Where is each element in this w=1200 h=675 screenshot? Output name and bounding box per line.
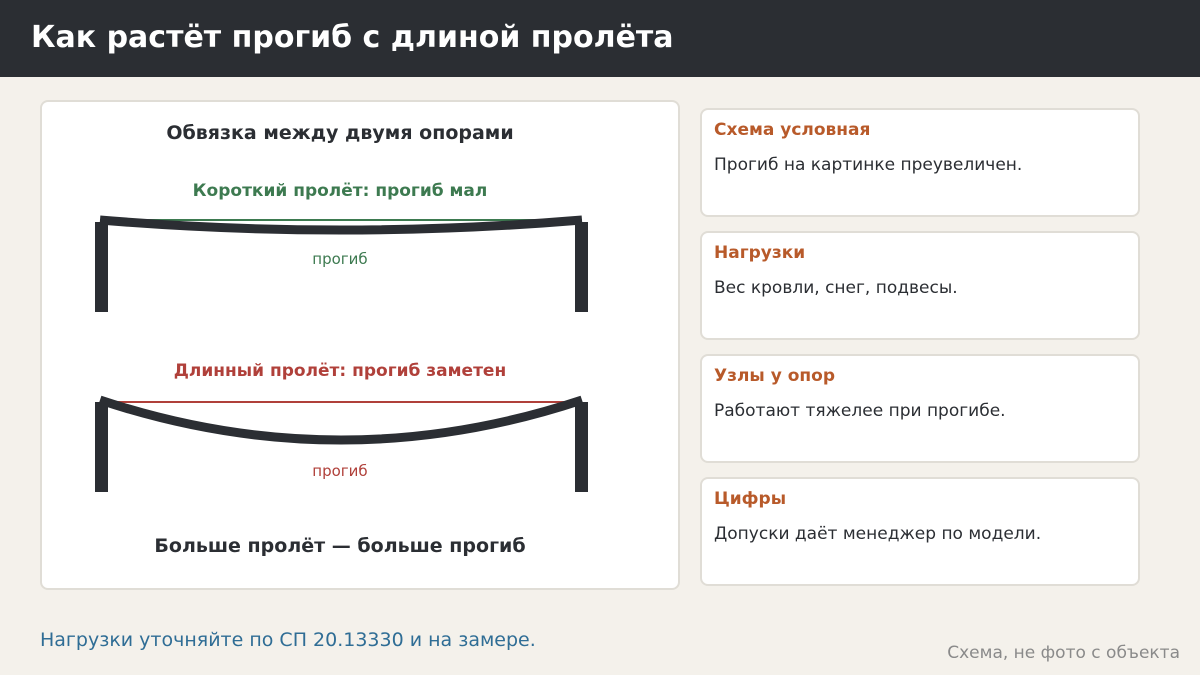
short-span-beam [99, 215, 583, 235]
short-span-label: Короткий пролёт: прогиб мал [193, 181, 488, 201]
note-text: Вес кровли, снег, подвесы. [714, 278, 958, 298]
note-text: Работают тяжелее при прогибе. [714, 401, 1006, 421]
note-title: Цифры [714, 489, 787, 509]
long-span-label: Длинный пролёт: прогиб заметен [174, 361, 506, 381]
short-span-deflection-label: прогиб [312, 250, 367, 268]
note-title: Узлы у опор [714, 366, 836, 386]
footer-caption: Схема, не фото с объекта [947, 643, 1180, 663]
long-span-right-support [575, 402, 588, 492]
note-card-joints: Узлы у опор Работают тяжелее при прогибе… [700, 354, 1140, 463]
short-span-right-support [575, 222, 588, 312]
beam-diagram: Обвязка между двумя опорами Короткий про… [95, 122, 588, 557]
diagram-card: Обвязка между двумя опорами Короткий про… [40, 100, 680, 590]
diagram-conclusion: Больше пролёт — больше прогиб [154, 535, 525, 557]
note-card-scheme: Схема условная Прогиб на картинке преуве… [700, 108, 1140, 217]
note-text: Прогиб на картинке преувеличен. [714, 155, 1023, 175]
long-span-deflection-label: прогиб [312, 462, 367, 480]
note-title: Схема условная [714, 120, 871, 140]
note-text: Допуски даёт менеджер по модели. [714, 524, 1042, 544]
note-title: Нагрузки [714, 243, 806, 263]
page-title: Как растёт прогиб с длиной пролёта [31, 20, 674, 55]
short-span-left-support [95, 222, 108, 312]
footer-note: Нагрузки уточняйте по СП 20.13330 и на з… [40, 629, 536, 651]
diagram-title: Обвязка между двумя опорами [166, 122, 513, 144]
note-card-numbers: Цифры Допуски даёт менеджер по модели. [700, 477, 1140, 586]
long-span-left-support [95, 402, 108, 492]
header-bar: Как растёт прогиб с длиной пролёта [0, 0, 1200, 77]
long-span-beam [98, 395, 584, 445]
note-card-loads: Нагрузки Вес кровли, снег, подвесы. [700, 231, 1140, 340]
